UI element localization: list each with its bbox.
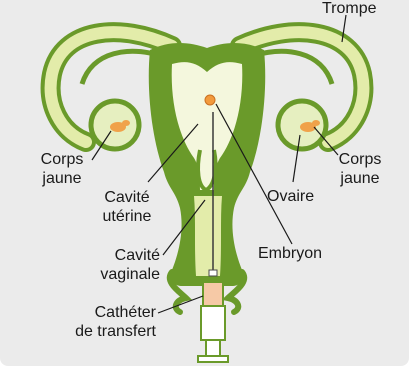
label-corps-jaune-left-line1: Corps — [34, 150, 90, 169]
label-cavite-uterine-line1: Cavité — [92, 188, 162, 207]
label-cavite-vaginale-line1: Cavité — [80, 246, 160, 265]
label-corps-jaune-right-line1: Corps — [332, 150, 388, 169]
label-catheter: Cathéter de transfert — [48, 303, 156, 341]
label-catheter-line2: de transfert — [48, 322, 156, 341]
label-cavite-uterine: Cavité utérine — [92, 188, 162, 226]
label-corps-jaune-right-line2: jaune — [332, 169, 388, 188]
label-catheter-line1: Cathéter — [48, 303, 156, 322]
label-cavite-vaginale: Cavité vaginale — [80, 246, 160, 284]
label-trompe: Trompe — [322, 0, 377, 18]
uterus-body — [149, 43, 265, 312]
label-corps-jaune-right: Corps jaune — [332, 150, 388, 188]
label-corps-jaune-left-line2: jaune — [34, 169, 90, 188]
embryo-dot — [205, 95, 215, 105]
label-cavite-vaginale-line2: vaginale — [80, 265, 160, 284]
label-embryon: Embryon — [258, 244, 322, 263]
label-cavite-uterine-line2: utérine — [92, 207, 162, 226]
label-corps-jaune-left: Corps jaune — [34, 150, 90, 188]
label-ovaire: Ovaire — [267, 187, 314, 206]
